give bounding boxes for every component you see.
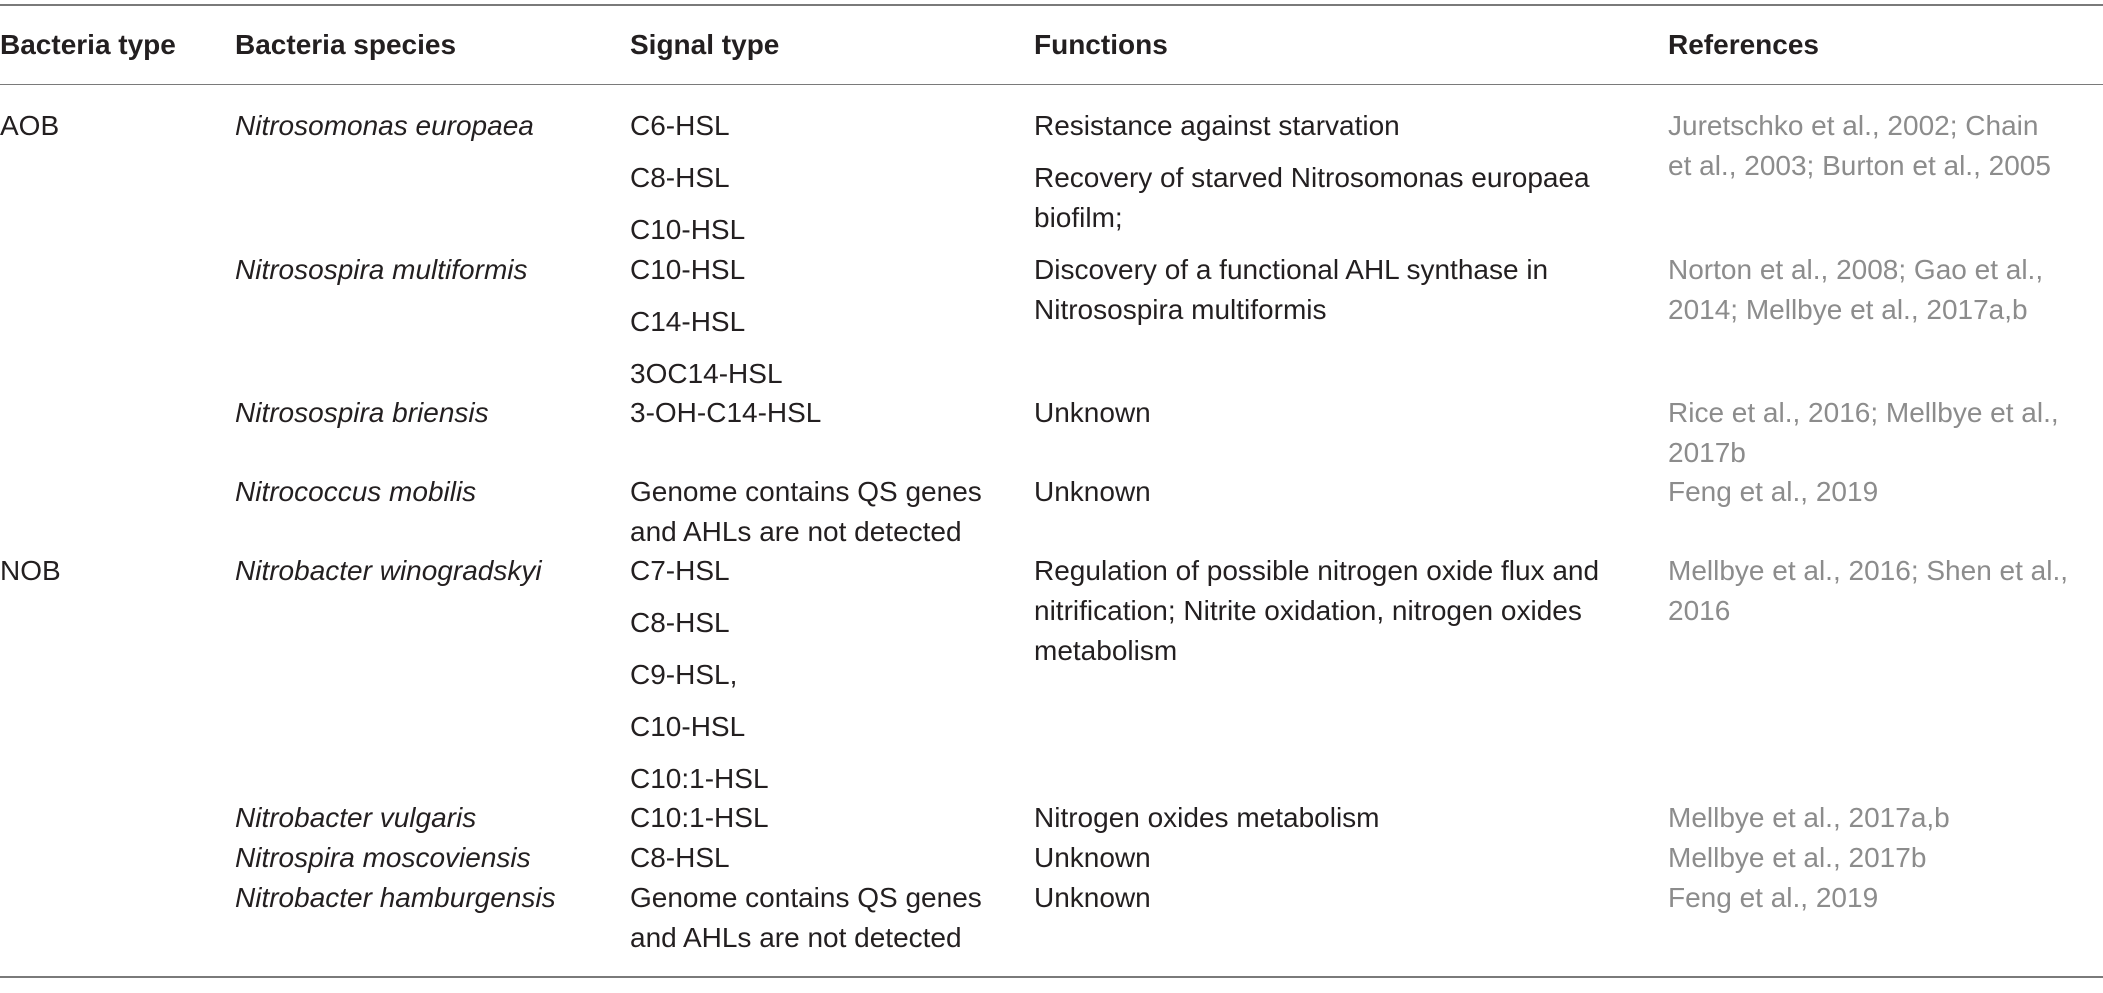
cell-function: Nitrosospira multiformis [1034, 294, 1327, 325]
cell-bacteria-type: AOB [0, 110, 60, 141]
header-signal-type: Signal type [630, 29, 780, 60]
cell-function: Resistance against starvation [1034, 110, 1400, 141]
cell-function: Nitrogen oxides metabolism [1034, 802, 1380, 833]
cell-signal: Genome contains QS genes [630, 882, 982, 913]
cell-function: Discovery of a functional AHL synthase i… [1034, 254, 1549, 285]
cell-species: Nitrosomonas europaea [235, 110, 534, 141]
cell-function: Unknown [1034, 882, 1151, 913]
cell-bacteria-type: NOB [0, 555, 61, 586]
cell-signal: and AHLs are not detected [630, 516, 962, 547]
cell-signal: C7-HSL [630, 555, 730, 586]
cell-signal: C10-HSL [630, 711, 746, 742]
cell-reference: et al., 2003; Burton et al., 2005 [1668, 150, 2051, 181]
cell-reference: Feng et al., 2019 [1668, 882, 1879, 913]
cell-function: Recovery of starved Nitrosomonas europae… [1034, 162, 1590, 193]
cell-signal: 3OC14-HSL [630, 358, 783, 389]
header-references: References [1668, 29, 1819, 60]
cell-signal: C10-HSL [630, 254, 746, 285]
cell-signal: C8-HSL [630, 607, 730, 638]
cell-signal: C8-HSL [630, 842, 730, 873]
cell-reference: Rice et al., 2016; Mellbye et al., [1668, 397, 2059, 428]
cell-reference: 2017b [1668, 437, 1746, 468]
cell-reference: Juretschko et al., 2002; Chain [1668, 110, 2039, 141]
cell-function: Unknown [1034, 397, 1151, 428]
cell-species: Nitrobacter vulgaris [235, 802, 477, 833]
cell-function: metabolism [1034, 635, 1178, 666]
cell-signal: C10:1-HSL [630, 763, 769, 794]
cell-species: Nitrobacter hamburgensis [235, 882, 556, 913]
header-bacteria-species: Bacteria species [235, 29, 457, 60]
cell-signal: C9-HSL, [630, 659, 738, 690]
cell-signal: C10-HSL [630, 214, 746, 245]
cell-function: Unknown [1034, 476, 1151, 507]
cell-signal: C6-HSL [630, 110, 730, 141]
cell-signal: 3-OH-C14-HSL [630, 397, 822, 428]
cell-signal: C8-HSL [630, 162, 730, 193]
cell-reference: Mellbye et al., 2016; Shen et al., [1668, 555, 2069, 586]
cell-species: Nitrococcus mobilis [235, 476, 477, 507]
cell-species: Nitrosospira briensis [235, 397, 489, 428]
header-bacteria-type: Bacteria type [0, 29, 176, 60]
cell-function: Regulation of possible nitrogen oxide fl… [1034, 555, 1600, 586]
cell-function: nitrification; Nitrite oxidation, nitrog… [1034, 595, 1582, 626]
cell-function: biofilm; [1034, 202, 1123, 233]
header-divider-rule [0, 84, 2103, 85]
cell-reference: Feng et al., 2019 [1668, 476, 1879, 507]
header-functions: Functions [1034, 29, 1168, 60]
cell-species: Nitrobacter winogradskyi [235, 555, 542, 586]
cell-reference: Norton et al., 2008; Gao et al., [1668, 254, 2044, 285]
table-top-rule [0, 4, 2103, 6]
cell-signal: and AHLs are not detected [630, 922, 962, 953]
cell-reference: 2014; Mellbye et al., 2017a,b [1668, 294, 2028, 325]
cell-reference: 2016 [1668, 595, 1731, 626]
cell-function: Unknown [1034, 842, 1151, 873]
cell-reference: Mellbye et al., 2017a,b [1668, 802, 1950, 833]
cell-signal: C10:1-HSL [630, 802, 769, 833]
table-bottom-rule [0, 976, 2103, 978]
cell-signal: Genome contains QS genes [630, 476, 982, 507]
cell-reference: Mellbye et al., 2017b [1668, 842, 1927, 873]
cell-species: Nitrosospira multiformis [235, 254, 528, 285]
cell-species: Nitrospira moscoviensis [235, 842, 531, 873]
cell-signal: C14-HSL [630, 306, 746, 337]
